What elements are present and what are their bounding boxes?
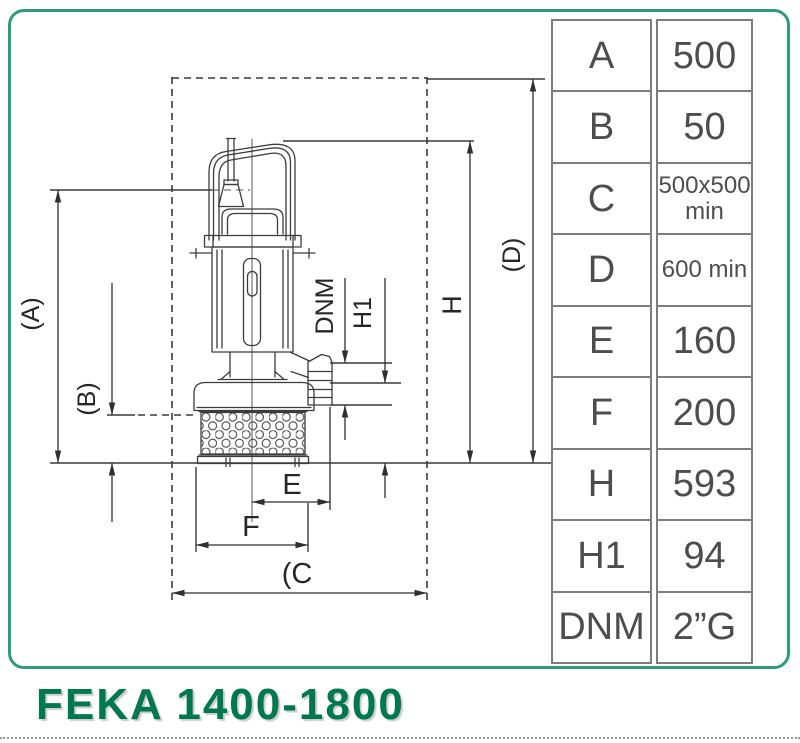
table-label: H1 (553, 521, 650, 593)
extension-lines (50, 78, 562, 552)
label-DNM: DNM (311, 278, 339, 335)
table-label: F (553, 378, 650, 450)
table-label: A (553, 21, 650, 93)
pump-handle (208, 143, 296, 241)
table-value: 160 (658, 307, 751, 379)
label-D: (D) (498, 238, 526, 273)
label-A: (A) (17, 297, 45, 330)
volute-casing (193, 381, 315, 412)
cable-gland (217, 183, 245, 208)
label-E: E (282, 469, 301, 501)
label-F: F (242, 511, 260, 543)
outlet-thread-ridges (307, 370, 333, 399)
label-B: (B) (73, 382, 101, 415)
dimension-lines (54, 79, 537, 597)
table-value: 600 min (658, 235, 751, 307)
dimension-table-label-column: A B C D E F H H1 DNM (551, 19, 652, 664)
motor-top-cover (221, 208, 284, 235)
table-value: 500 (658, 21, 751, 93)
table-label: C (553, 164, 650, 236)
power-cable (217, 137, 245, 208)
pit-dashed-outline (171, 77, 428, 602)
pump-neck (217, 351, 288, 381)
label-H1: H1 (349, 297, 377, 329)
table-label: E (553, 307, 650, 379)
base-feet-ticks (225, 457, 300, 468)
table-label: H (553, 450, 650, 522)
dimension-labels: (A) (B) DNM H1 H (D) E F (C (17, 238, 526, 590)
motor-body (189, 246, 316, 353)
discharge-outlet (290, 351, 333, 406)
base-plate (196, 455, 310, 468)
label-H: H (437, 295, 467, 315)
label-C: (C (282, 558, 313, 590)
suction-strainer (198, 410, 308, 456)
product-title: FEKA 1400-1800 (36, 680, 405, 729)
table-value: 200 (658, 378, 751, 450)
table-value: 50 (658, 92, 751, 164)
pump-outline (189, 137, 333, 468)
table-label: D (553, 235, 650, 307)
table-value: 593 (658, 450, 751, 522)
table-value: 2”G (672, 606, 737, 649)
table-value: 94 (658, 521, 751, 593)
table-label: DNM (558, 606, 645, 649)
page-edge-dotted-line (0, 737, 800, 739)
table-label: B (553, 92, 650, 164)
clamp-ticks (189, 247, 316, 259)
